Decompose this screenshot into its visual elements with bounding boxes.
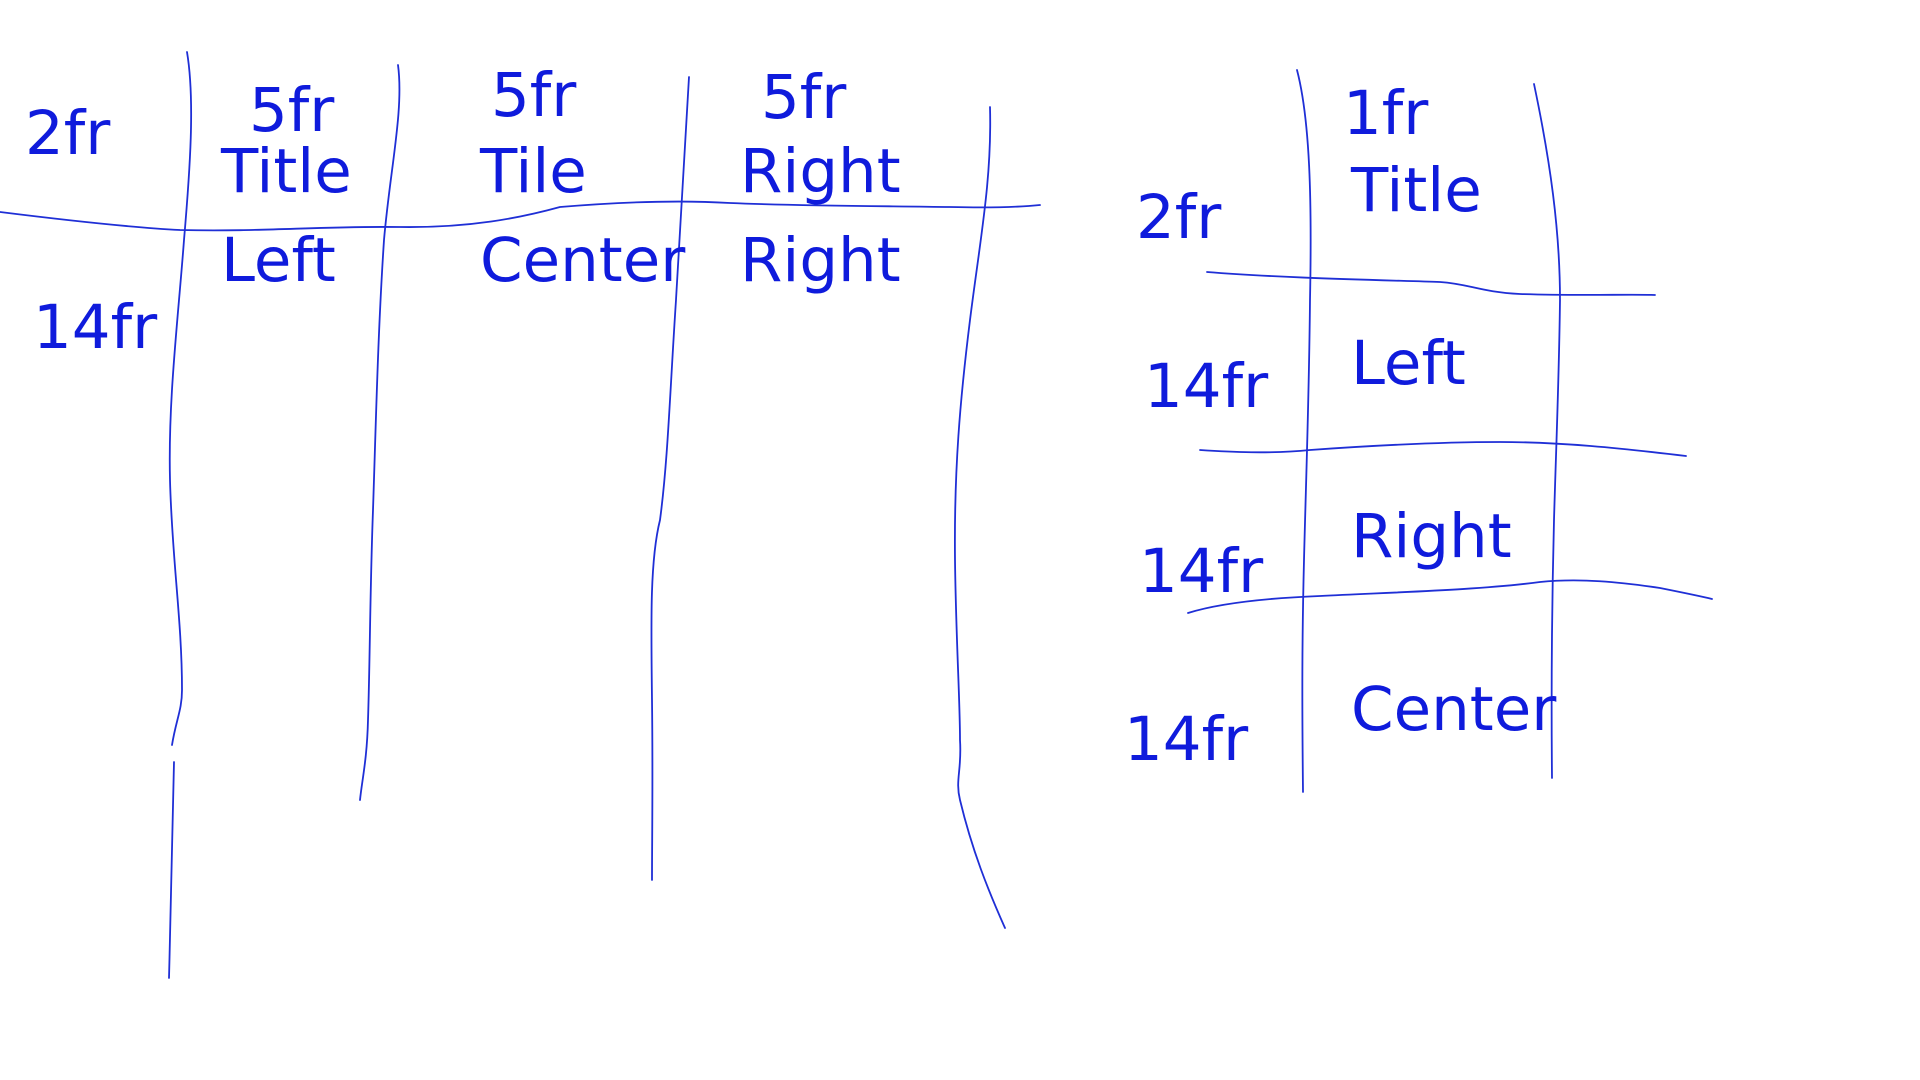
left-grid-divider-3 [650, 76, 690, 881]
right-grid-row-4-label: Center [1351, 674, 1557, 745]
left-grid-header-row-size: 2fr [25, 98, 111, 169]
left-grid-col-1-header: Title [220, 136, 352, 207]
right-grid-row-divider-1 [1206, 271, 1656, 296]
right-grid-left-divider [1296, 69, 1312, 793]
left-grid-body-row-size: 14fr [33, 292, 158, 363]
right-grid-col-size: 1fr [1343, 78, 1429, 149]
left-grid-divider-2 [359, 64, 401, 801]
left-grid-col-3-body: Right [740, 225, 901, 296]
left-grid-col-2-body: Center [480, 225, 686, 296]
left-grid-header-divider [0, 200, 1041, 232]
left-grid-col-3-size: 5fr [761, 62, 847, 133]
right-grid-row-1-label: Title [1350, 155, 1482, 226]
right-grid-row-1-size: 2fr [1136, 182, 1222, 253]
left-grid-col-2-header: Tile [479, 136, 587, 207]
right-grid-row-divider-3 [1187, 579, 1713, 614]
right-grid-row-divider-2 [1199, 441, 1687, 457]
right-grid-row-3-size: 14fr [1139, 536, 1264, 607]
left-grid-col-1-size: 5fr [249, 75, 335, 146]
left-grid-divider-4 [953, 106, 1006, 929]
left-grid-col-2-size: 5fr [491, 60, 577, 131]
right-grid-row-2-size: 14fr [1144, 351, 1269, 422]
right-grid-row-3-label: Right [1351, 501, 1512, 572]
left-grid-col-1-body: Left [221, 225, 336, 296]
left-grid-col-3-header: Right [740, 136, 901, 207]
right-grid-row-2-label: Left [1351, 328, 1466, 399]
right-grid-right-divider [1533, 83, 1561, 779]
left-grid-divider-1b [168, 761, 175, 979]
right-grid-sketch: 1fr 2fr 14fr 14fr 14fr Title Left Right … [1124, 69, 1713, 793]
left-grid-divider-1 [168, 51, 193, 746]
right-grid-row-4-size: 14fr [1124, 704, 1249, 775]
left-grid-sketch: 2fr 14fr 5fr Title Left 5fr Tile Center … [0, 51, 1041, 979]
